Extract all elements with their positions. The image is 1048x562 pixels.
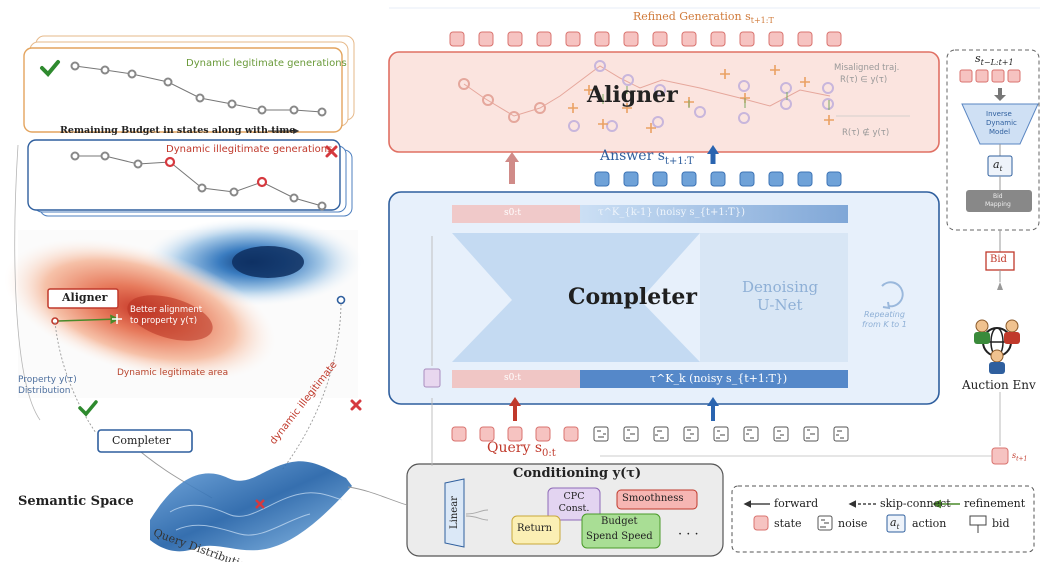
idm-label-3: Model: [989, 128, 1011, 136]
repeating-label: Repeating: [864, 310, 905, 319]
right-top-label: st−L:t+1: [975, 52, 1014, 67]
repeating-label-2: from K to 1: [862, 320, 907, 329]
completer-top-s: s0:t: [504, 208, 521, 218]
completer-top-tau: τ^K_{k-1} (noisy s_{t+1:T}): [598, 207, 745, 218]
legend-action-sub: t: [896, 523, 900, 532]
query-distribution-surface: [150, 461, 352, 552]
right-inference-panel: [600, 49, 1040, 465]
st1-label: st+1: [1012, 451, 1027, 463]
query-label: Query s0:t: [487, 440, 556, 459]
unet-label: Denoising: [742, 278, 819, 296]
legend-state: state: [774, 517, 802, 530]
semantic-space-label: Semantic Space: [18, 494, 134, 509]
cross-icon-2: [350, 399, 362, 411]
return-label: Return: [517, 523, 553, 534]
st1-sub: t+1: [1016, 455, 1028, 463]
completer-title: Completer: [568, 284, 697, 310]
answer-sub: t+1:T: [664, 155, 694, 167]
illegit-generations-label: Dynamic illegitimate generations: [166, 144, 333, 155]
legend-noise: noise: [838, 517, 868, 530]
budget-spend-label: Budget: [601, 516, 638, 527]
cpc-label: CPC Const.: [558, 491, 590, 514]
completer-bottom-tau: τ^K_k (noisy s_{t+1:T}): [650, 372, 788, 385]
bid-mapping-label: Bid: [993, 193, 1003, 200]
answer-text: Answer s: [600, 148, 665, 164]
conditioning-block: [406, 463, 724, 557]
legend-forward: forward: [774, 497, 819, 510]
legend-bid: bid: [992, 517, 1010, 530]
legend-action-a: a: [890, 516, 897, 529]
legit-area-label: Dynamic legitimate area: [117, 368, 229, 378]
legend-skip-connect: skip-connect: [880, 497, 951, 510]
idm-label: Inverse: [986, 110, 1012, 118]
right-at-label: at: [993, 158, 1002, 173]
misaligned-in-label: R(τ) ∈ y(τ): [840, 75, 888, 85]
noise-patterns: [597, 429, 844, 439]
query-text: Query s: [487, 440, 543, 456]
cross-icon: [325, 145, 338, 158]
property-distribution-label-2: Distribution: [18, 386, 71, 396]
check-icon: [40, 60, 60, 77]
legend-action-symbol: at: [890, 516, 899, 531]
better-alignment-label-2: to property y(τ): [130, 316, 198, 326]
misaligned-notin-label: R(τ) ∉ y(τ): [842, 128, 890, 138]
bid-label: Bid: [990, 254, 1007, 265]
budget-label: Remaining Budget in states along with ti…: [60, 125, 296, 136]
auction-env-icon: [974, 319, 1020, 374]
legend-refinement: refinement: [964, 497, 1026, 510]
budget-spend-label-2: Spend Speed: [586, 531, 653, 542]
auction-env-label: Auction Env: [962, 378, 1036, 392]
right-top-sub: t−L:t+1: [980, 58, 1014, 68]
refined-generation-squares: [449, 31, 842, 47]
legit-generations-label: Dynamic legitimate generations: [186, 58, 347, 69]
check-icon-2: [78, 400, 98, 417]
aligner-small-label: Aligner: [62, 291, 108, 304]
idm-label-2: Dynamic: [986, 119, 1017, 127]
linear-label: Linear: [449, 496, 460, 529]
ellipsis-label: · · ·: [678, 527, 699, 542]
refined-generation-text: Refined Generation s: [633, 10, 751, 23]
bid-mapping-label-2: Mapping: [985, 201, 1011, 208]
conditioning-title: Conditioning y(τ): [513, 466, 642, 481]
st1-s: s: [1012, 451, 1017, 460]
legend-action: action: [912, 517, 947, 530]
legend-box: [731, 485, 1035, 553]
right-top-s: s: [975, 52, 981, 65]
query-sub: 0:t: [542, 447, 556, 459]
completer-bottom-s: s0:t: [504, 373, 521, 383]
illegit-generations-card: [27, 139, 353, 217]
legit-generations-card: [23, 35, 355, 133]
answer-squares: [594, 171, 842, 187]
refined-generation-sub: t+1:T: [750, 16, 774, 26]
completer-block: [388, 191, 940, 405]
unet-label-2: U-Net: [757, 296, 803, 314]
misaligned-traj-label: Misaligned traj.: [834, 63, 900, 73]
answer-label: Answer st+1:T: [600, 148, 694, 167]
completer-small-label: Completer: [112, 434, 171, 447]
right-at-a: a: [993, 158, 1000, 171]
aligner-title: Aligner: [587, 82, 678, 108]
aligner-block: [388, 51, 940, 153]
smoothness-label: Smoothness: [622, 493, 684, 504]
property-distribution-panel: [4, 218, 362, 398]
completer-small-box: [97, 429, 193, 453]
refined-generation-label: Refined Generation st+1:T: [633, 10, 774, 25]
query-state-squares: [451, 426, 579, 442]
property-distribution-label: Property y(τ): [18, 375, 77, 385]
better-alignment-label: Better alignment: [130, 305, 203, 315]
right-at-sub: t: [999, 165, 1003, 174]
